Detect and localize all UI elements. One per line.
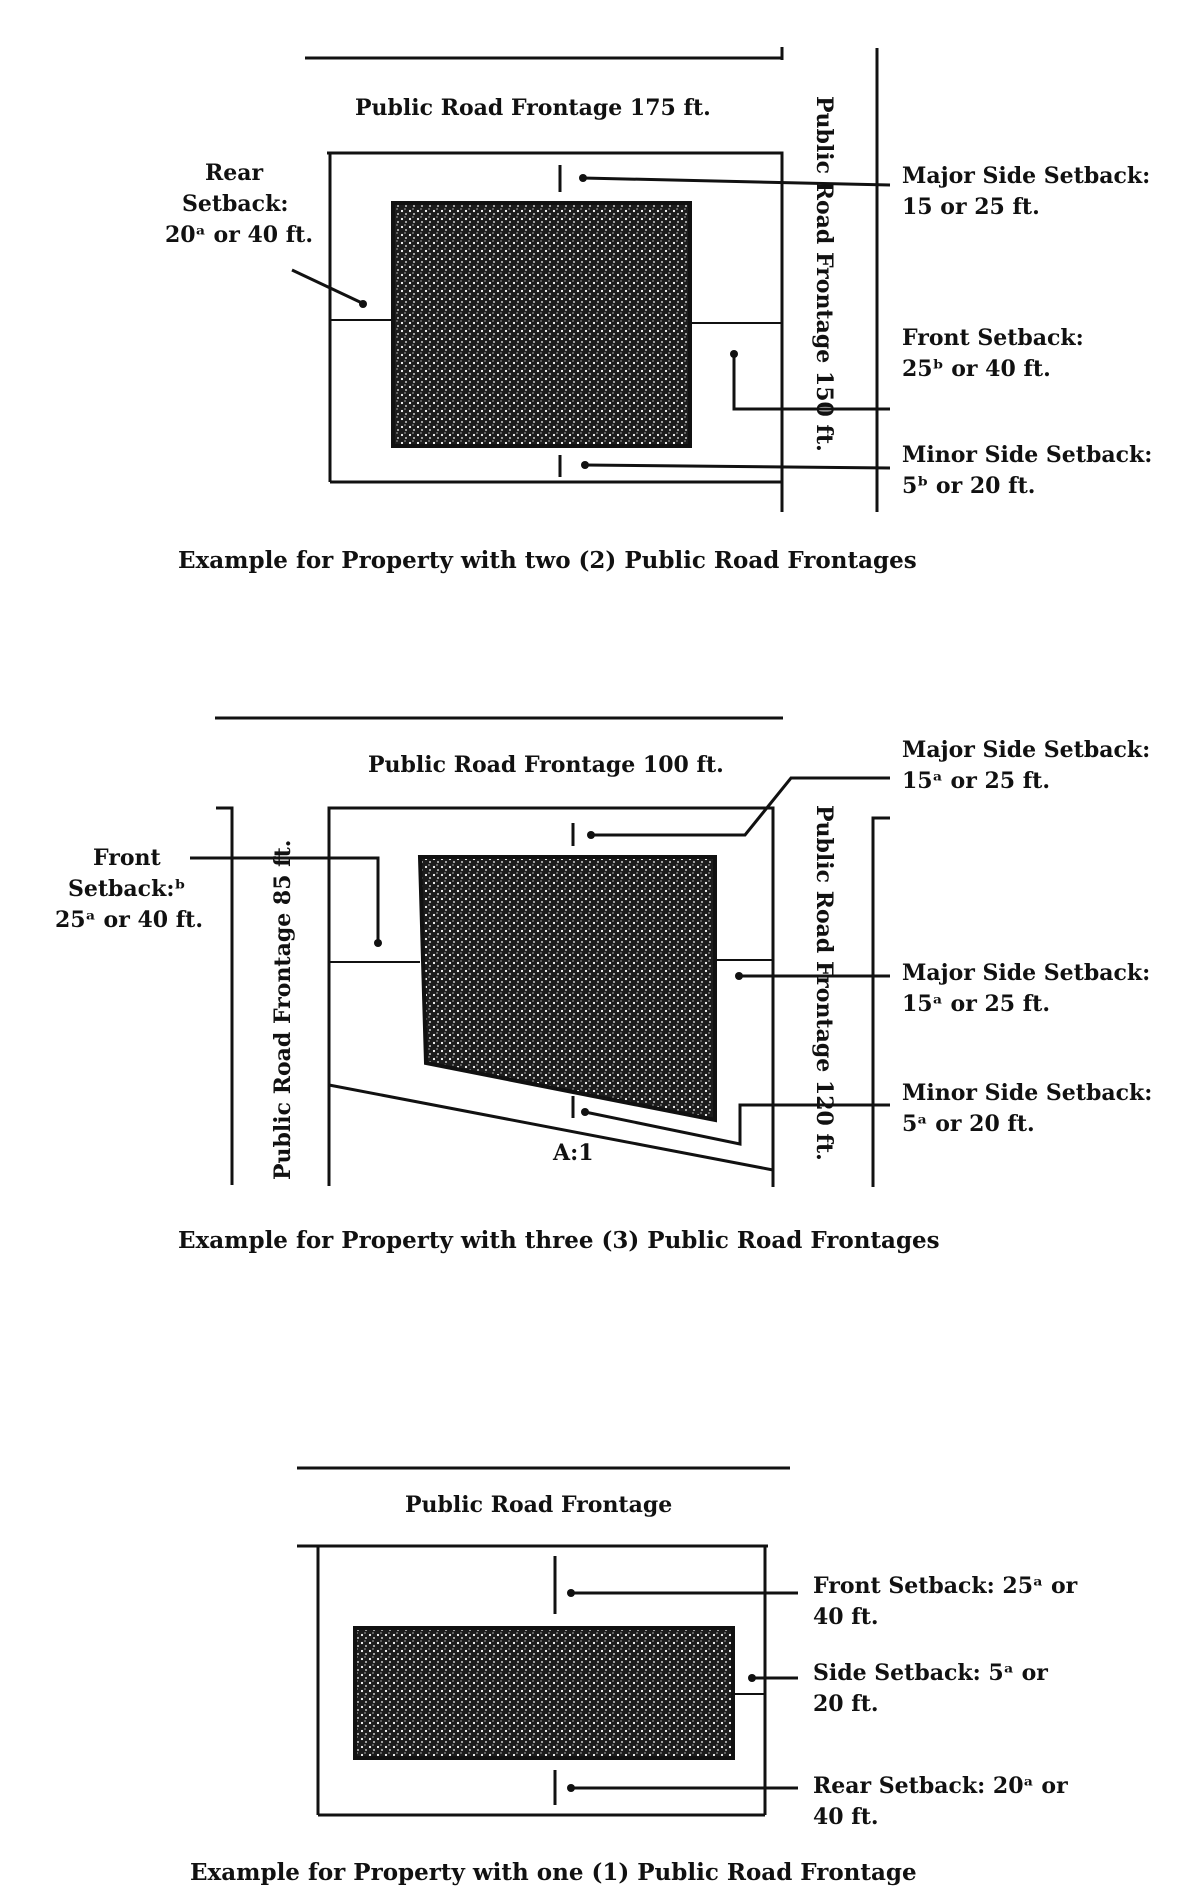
front-setback-label: Front Setback: 25ᵃ or 40 ft. [813,1573,1085,1630]
front-setback-leader-dot [567,1589,575,1597]
rear-setback-label: Rear Setback: 20ᵃ or 40 ft. [813,1773,1075,1830]
building-footprint [353,1626,735,1760]
caption-three-frontages: Example for Property with three (3) Publ… [178,1227,940,1254]
minor-side-setback-label: Minor Side Setback: 5ᵃ or 20 ft. [902,1080,1160,1137]
rear-setback-label: Rear Setback: 20ᵃ or 40 ft. [165,160,313,248]
front-setback-label: Front Setback:ᵇ 25ᵃ or 40 ft. [55,845,203,933]
ratio-note: A:1 [552,1140,594,1166]
rear-setback-leader [291,268,363,305]
minor-side-leader [584,1103,890,1146]
minor-side-leader-dot [581,461,589,469]
minor-side-leader [584,463,891,470]
right-road-label: Public Road Frontage 120 ft. [811,805,837,1161]
front-setback-leader [732,354,890,411]
rear-setback-leader-dot [359,300,367,308]
lot-boundary [327,806,775,1186]
front-setback-label: Front Setback: 25ᵇ or 40 ft. [902,325,1091,382]
top-road-label: Public Road Frontage 175 ft. [355,95,711,121]
side-road-label: Public Road Frontage 150 ft. [811,96,837,452]
left-road-label: Public Road Frontage 85 ft. [270,840,296,1180]
side-setback-label: Side Setback: 5ᵃ or 20 ft. [813,1660,1056,1717]
right-road-line [871,816,890,1187]
caption-two-frontages: Example for Property with two (2) Public… [178,547,917,574]
front-setback-leader-dot [374,939,382,947]
diagram-three-frontages: Public Road Frontage 100 ft. Public Road… [55,716,1160,1254]
left-road-line [216,806,234,1185]
front-setback-leader-dot [730,350,738,358]
minor-side-setback-label: Minor Side Setback: 5ᵇ or 20 ft. [902,442,1160,499]
major-side-setback-label: Major Side Setback: 15 or 25 ft. [902,163,1158,220]
side-setback-leader-dot [748,1674,756,1682]
major-side-setback-mid-label: Major Side Setback: 15ᵃ or 25 ft. [902,960,1158,1017]
major-side-top-leader-dot [587,831,595,839]
major-side-leader [582,176,891,187]
diagram-one-frontage: Public Road Frontage Front Setback: 25ᵃ … [190,1466,1085,1886]
lot-angled-rear-boundary [328,1083,774,1172]
front-setback-leader [190,856,380,943]
rear-setback-leader-dot [567,1784,575,1792]
caption-one-frontage: Example for Property with one (1) Public… [190,1859,917,1886]
minor-side-leader-dot [581,1108,589,1116]
lot-top-right-boundary [327,151,784,512]
major-side-top-leader [591,776,890,837]
major-side-setback-top-label: Major Side Setback: 15ᵃ or 25 ft. [902,737,1158,794]
building-footprint [417,855,717,1123]
diagram-two-frontages: Public Road Frontage 175 ft. Public Road… [165,47,1160,574]
top-road-label: Public Road Frontage 100 ft. [368,752,724,778]
building-footprint [391,201,692,448]
major-side-leader-dot [579,174,587,182]
road-label: Public Road Frontage [405,1492,672,1518]
major-side-mid-leader-dot [735,972,743,980]
